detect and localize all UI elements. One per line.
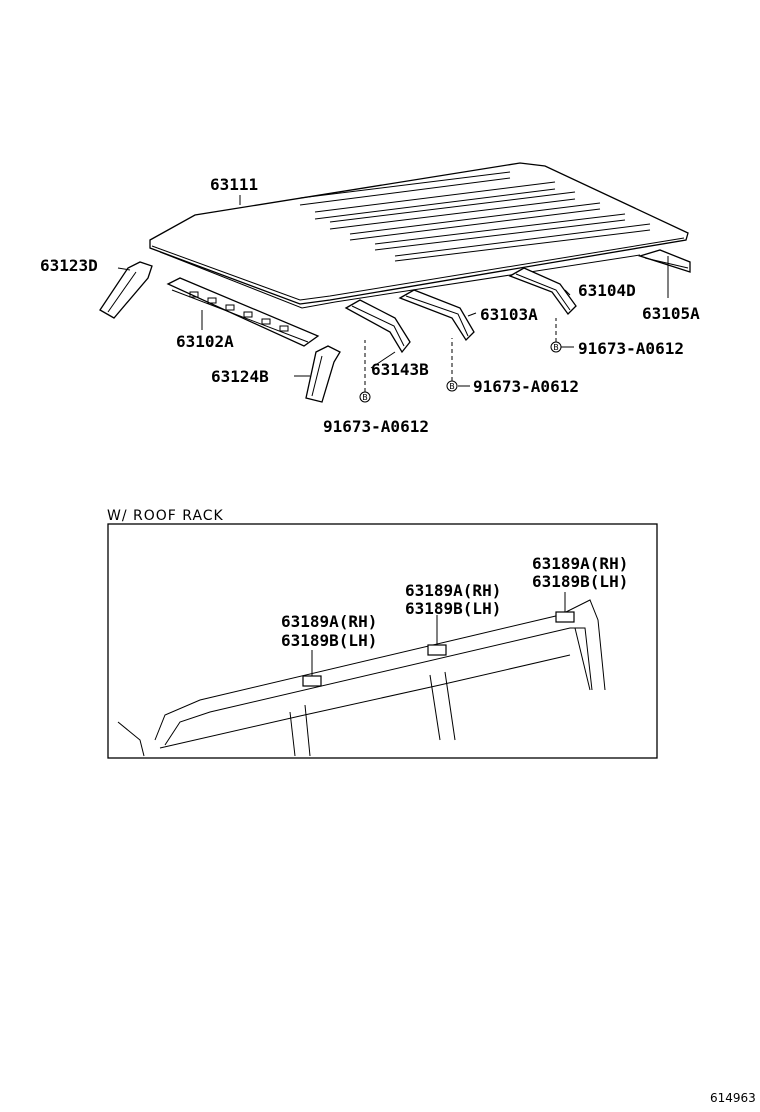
bracket-right — [555, 611, 575, 623]
label-rack-right-lh: 63189B(LH) — [532, 572, 628, 591]
label-roof-bow-143b: 63143B — [371, 360, 429, 379]
label-clip-left: 91673-A0612 — [323, 417, 429, 436]
svg-text:B: B — [553, 343, 559, 352]
svg-text:B: B — [362, 393, 368, 402]
label-rack-mid-rh: 63189A(RH) — [405, 581, 501, 600]
label-clip-center: 91673-A0612 — [473, 377, 579, 396]
label-rack-left-rh: 63189A(RH) — [281, 612, 377, 631]
label-rack-mid-lh: 63189B(LH) — [405, 599, 501, 618]
label-rack-left-lh: 63189B(LH) — [281, 631, 377, 650]
label-clip-right: 91673-A0612 — [578, 339, 684, 358]
bracket-left — [302, 675, 322, 687]
bracket-mid — [427, 644, 447, 656]
label-roof-bow-104d: 63104D — [578, 281, 636, 300]
label-rail-105a: 63105A — [642, 304, 700, 323]
inset-frame — [107, 523, 658, 759]
plate-id: 614963 — [710, 1091, 756, 1105]
roof-rack-caption: W/ ROOF RACK — [107, 508, 224, 524]
roof-assembly: B B B 63111 63123D 63102 — [40, 162, 700, 436]
rail-105a-drawing — [637, 249, 691, 273]
label-reinforcement: 63102A — [176, 332, 234, 351]
svg-text:B: B — [449, 382, 455, 391]
clip-marker-right: B — [550, 341, 562, 353]
label-bow-front: 63123D — [40, 256, 98, 275]
label-bow-rear: 63124B — [211, 367, 269, 386]
label-roof-bow-103a: 63103A — [480, 305, 538, 324]
roof-rack-inset: W/ ROOF RACK 63189A(RH) 63189B(LH) 63189… — [107, 508, 658, 759]
bow-rear-drawing — [305, 345, 341, 403]
bow-front-drawing — [99, 261, 153, 319]
roof-bow-104d-drawing — [508, 267, 577, 315]
roof-bow-143b-drawing — [344, 299, 411, 354]
label-roof-panel: 63111 — [210, 175, 258, 194]
clip-marker-left: B — [359, 391, 371, 403]
clip-marker-center: B — [446, 380, 458, 392]
leader-lines — [117, 195, 669, 392]
reinforcement-drawing — [166, 277, 320, 347]
roof-panel-drawing — [149, 162, 689, 309]
label-rack-right-rh: 63189A(RH) — [532, 554, 628, 573]
roof-bow-103a-drawing — [398, 289, 475, 342]
